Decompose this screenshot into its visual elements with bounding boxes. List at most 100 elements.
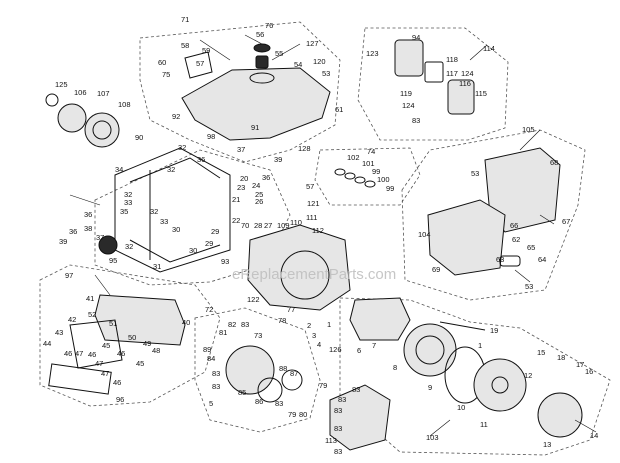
callout-47-b[interactable]: 47 [95, 359, 103, 368]
callout-20[interactable]: 20 [240, 174, 248, 183]
callout-86[interactable]: 86 [255, 397, 263, 406]
callout-80[interactable]: 80 [299, 410, 307, 419]
callout-29-a[interactable]: 29 [211, 227, 219, 236]
callout-18[interactable]: 18 [557, 353, 565, 362]
callout-37-b[interactable]: 37 [96, 233, 104, 242]
callout-45-b[interactable]: 45 [136, 359, 144, 368]
callout-57-top[interactable]: 57 [196, 59, 204, 68]
callout-60[interactable]: 60 [158, 58, 166, 67]
callout-6[interactable]: 6 [357, 346, 361, 355]
callout-98[interactable]: 98 [207, 132, 215, 141]
callout-112[interactable]: 112 [312, 226, 324, 235]
callout-11[interactable]: 11 [480, 420, 488, 429]
callout-36-a[interactable]: 36 [197, 155, 205, 164]
callout-36-b[interactable]: 36 [262, 173, 270, 182]
callout-13[interactable]: 13 [543, 440, 551, 449]
callout-83-rs4[interactable]: 83 [275, 399, 283, 408]
callout-32-c[interactable]: 32 [124, 190, 132, 199]
callout-39-a[interactable]: 39 [274, 155, 282, 164]
callout-22[interactable]: 22 [232, 216, 240, 225]
callout-53-mid[interactable]: 53 [471, 169, 479, 178]
callout-116[interactable]: 116 [459, 79, 471, 88]
callout-101[interactable]: 101 [362, 159, 375, 168]
callout-32-a[interactable]: 32 [178, 143, 186, 152]
callout-32-d[interactable]: 32 [150, 207, 158, 216]
callout-62[interactable]: 62 [512, 235, 520, 244]
callout-30-b[interactable]: 30 [189, 246, 197, 255]
callout-81[interactable]: 81 [219, 328, 227, 337]
callout-51[interactable]: 51 [109, 319, 117, 328]
callout-46-d[interactable]: 46 [113, 378, 121, 387]
callout-42[interactable]: 42 [68, 315, 76, 324]
callout-58[interactable]: 58 [181, 41, 189, 50]
callout-71[interactable]: 71 [181, 15, 189, 24]
callout-83-rs[interactable]: 83 [241, 320, 249, 329]
callout-46-c[interactable]: 46 [117, 349, 125, 358]
callout-82[interactable]: 82 [228, 320, 236, 329]
callout-125[interactable]: 125 [55, 80, 68, 89]
callout-19[interactable]: 19 [490, 326, 498, 335]
callout-128[interactable]: 128 [298, 144, 311, 153]
callout-113[interactable]: 113 [325, 436, 337, 445]
callout-103[interactable]: 103 [426, 433, 439, 442]
callout-100[interactable]: 100 [377, 175, 390, 184]
callout-67[interactable]: 67 [562, 217, 570, 226]
callout-124-a[interactable]: 124 [461, 69, 474, 78]
callout-50[interactable]: 50 [128, 333, 136, 342]
callout-88[interactable]: 88 [279, 364, 287, 373]
callout-39-b[interactable]: 39 [59, 237, 67, 246]
callout-40[interactable]: 40 [182, 318, 190, 327]
callout-53-top[interactable]: 53 [322, 69, 330, 78]
callout-79-b[interactable]: 79 [288, 410, 296, 419]
callout-83-bh3[interactable]: 83 [334, 406, 342, 415]
callout-91[interactable]: 91 [251, 123, 259, 132]
callout-99-b[interactable]: 99 [386, 184, 394, 193]
callout-115[interactable]: 115 [475, 89, 487, 98]
callout-65[interactable]: 65 [527, 243, 535, 252]
callout-29-b[interactable]: 29 [205, 239, 213, 248]
callout-106[interactable]: 106 [74, 88, 87, 97]
callout-99-a[interactable]: 99 [372, 167, 380, 176]
callout-120[interactable]: 120 [313, 57, 326, 66]
callout-84[interactable]: 84 [207, 354, 215, 363]
callout-102[interactable]: 102 [347, 153, 360, 162]
callout-63[interactable]: 63 [496, 255, 504, 264]
callout-37-a[interactable]: 37 [237, 145, 245, 154]
callout-110[interactable]: 110 [290, 218, 302, 227]
callout-1-b[interactable]: 1 [478, 341, 482, 350]
callout-59[interactable]: 59 [202, 46, 210, 55]
callout-46-b[interactable]: 46 [88, 350, 96, 359]
callout-7[interactable]: 7 [372, 341, 376, 350]
callout-17[interactable]: 17 [576, 360, 584, 369]
callout-49[interactable]: 49 [143, 339, 151, 348]
callout-111[interactable]: 111 [306, 213, 317, 222]
callout-70[interactable]: 70 [241, 221, 249, 230]
callout-74[interactable]: 74 [367, 147, 375, 156]
callout-89[interactable]: 89 [203, 345, 211, 354]
callout-8[interactable]: 8 [393, 363, 397, 372]
callout-53-low[interactable]: 53 [525, 282, 533, 291]
callout-47-c[interactable]: 47 [101, 369, 109, 378]
callout-68[interactable]: 68 [550, 158, 558, 167]
callout-36-c[interactable]: 36 [84, 210, 92, 219]
callout-64[interactable]: 64 [538, 255, 546, 264]
callout-47-a[interactable]: 47 [75, 349, 83, 358]
callout-9[interactable]: 9 [428, 383, 432, 392]
callout-122[interactable]: 122 [247, 295, 260, 304]
callout-15[interactable]: 15 [537, 348, 545, 357]
callout-108[interactable]: 108 [118, 100, 131, 109]
callout-61[interactable]: 61 [335, 105, 343, 114]
callout-48[interactable]: 48 [152, 346, 160, 355]
callout-57-mid[interactable]: 57 [306, 182, 314, 191]
callout-1[interactable]: 1 [327, 320, 331, 329]
callout-34[interactable]: 34 [115, 165, 123, 174]
callout-10[interactable]: 10 [457, 403, 465, 412]
callout-32-e[interactable]: 32 [125, 242, 133, 251]
callout-43[interactable]: 43 [55, 328, 63, 337]
callout-97[interactable]: 97 [65, 271, 73, 280]
callout-126[interactable]: 126 [329, 345, 342, 354]
callout-33-b[interactable]: 33 [160, 217, 168, 226]
callout-32-b[interactable]: 32 [167, 165, 175, 174]
callout-5[interactable]: 5 [209, 399, 213, 408]
callout-123[interactable]: 123 [366, 49, 379, 58]
